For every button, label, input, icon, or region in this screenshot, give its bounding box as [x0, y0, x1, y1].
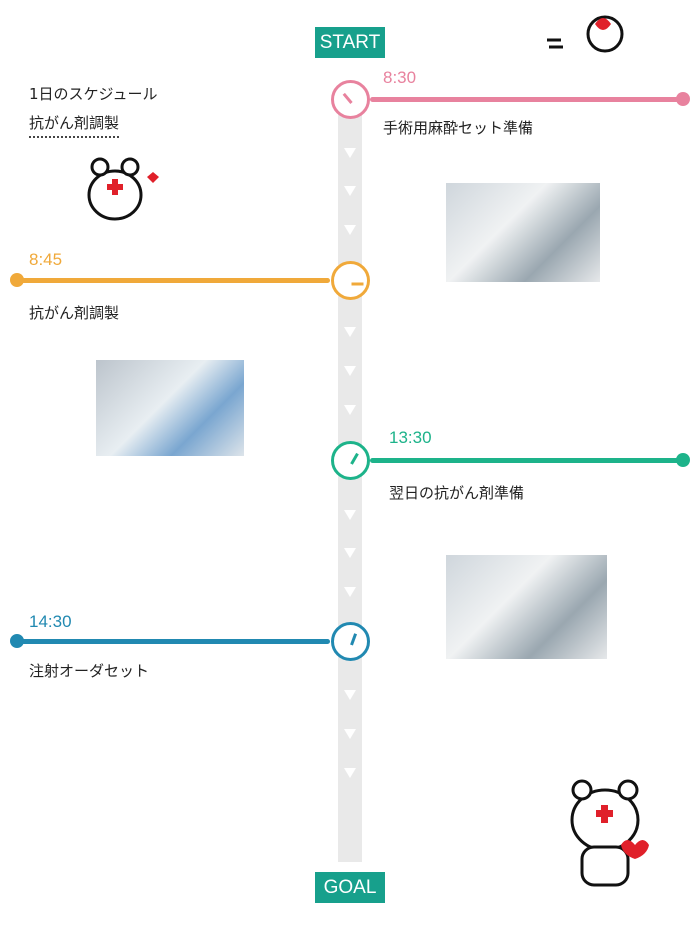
photo-chemo-preparation [96, 360, 244, 456]
down-arrow-icon [344, 366, 356, 376]
down-arrow-icon [344, 768, 356, 778]
event-line [16, 278, 330, 283]
event-task: 抗がん剤調製 [29, 304, 120, 322]
down-arrow-icon [344, 587, 356, 597]
clock-icon [331, 441, 370, 480]
schedule-heading: 1日のスケジュール [29, 85, 158, 103]
down-arrow-icon [344, 225, 356, 235]
down-arrow-icon [344, 405, 356, 415]
mascot-face-icon [87, 157, 159, 221]
photo-anesthesia-prep [446, 183, 600, 282]
start-badge: START [315, 27, 385, 58]
mascot-body-icon [570, 779, 649, 887]
event-line [16, 639, 330, 644]
down-arrow-icon [344, 548, 356, 558]
goal-badge: GOAL [315, 872, 385, 903]
mascot-bird-icon [547, 15, 624, 53]
event-time: 13:30 [389, 428, 432, 447]
event-dot [676, 453, 690, 467]
down-arrow-icon [344, 690, 356, 700]
event-dot [10, 273, 24, 287]
event-time: 14:30 [29, 612, 72, 631]
event-line [370, 458, 682, 463]
event-task: 手術用麻酔セット準備 [383, 119, 534, 137]
down-arrow-icon [344, 510, 356, 520]
event-task: 翌日の抗がん剤準備 [389, 484, 525, 502]
schedule-title: 抗がん剤調製 [29, 112, 120, 138]
event-time: 8:30 [383, 68, 417, 87]
clock-icon [331, 261, 370, 300]
event-dot [10, 634, 24, 648]
down-arrow-icon [344, 186, 356, 196]
event-time: 8:45 [29, 250, 63, 269]
photo-next-day-prep [446, 555, 607, 659]
event-task: 注射オーダセット [29, 662, 150, 680]
clock-icon [331, 622, 370, 661]
event-line [370, 97, 682, 102]
clock-icon [331, 80, 370, 119]
down-arrow-icon [344, 327, 356, 337]
event-dot [676, 92, 690, 106]
down-arrow-icon [344, 148, 356, 158]
down-arrow-icon [344, 729, 356, 739]
